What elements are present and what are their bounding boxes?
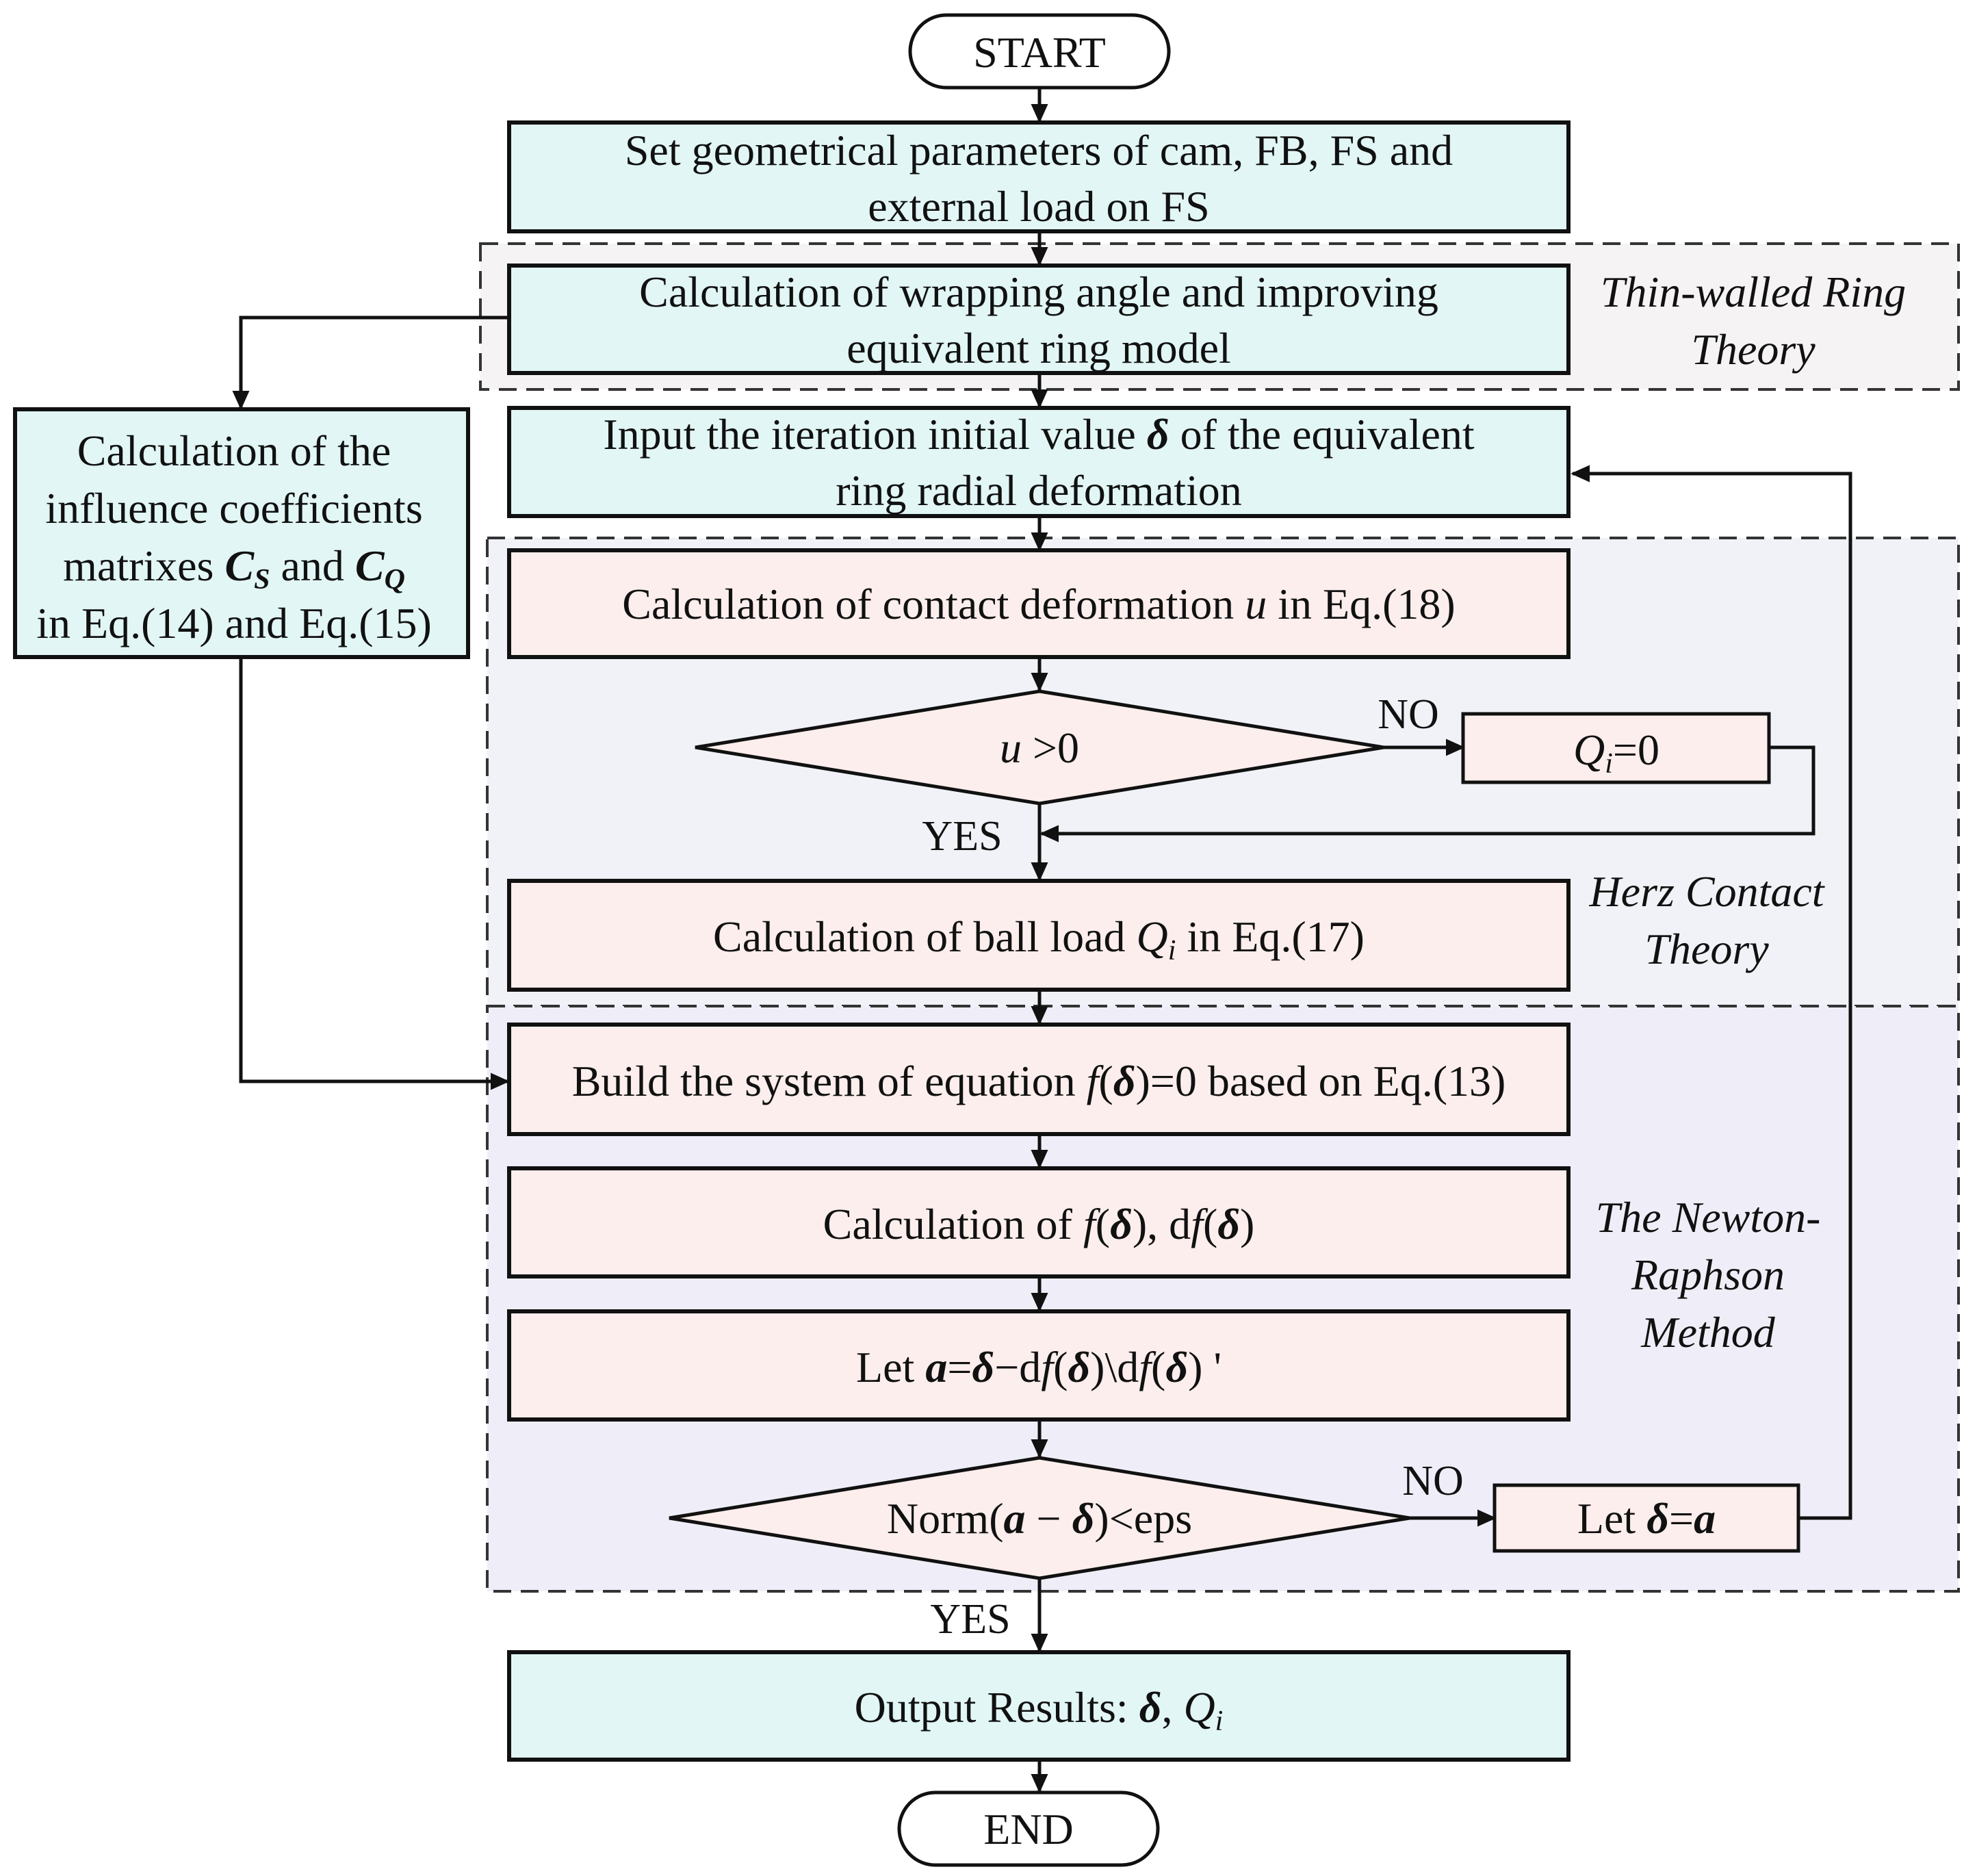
contact-deformation-box [507, 548, 1571, 659]
ball-load-text: Calculation of ball load Qi in Eq.(17) [713, 912, 1365, 966]
set-parameters-line2: external load on FS [868, 182, 1209, 231]
wrapping-angle-line2: equivalent ring model [847, 324, 1231, 372]
edge-qi-back [1039, 745, 1816, 843]
calc-f-text: Calculation of f(δ), df(δ) [823, 1200, 1255, 1248]
build-system-box [507, 1023, 1571, 1136]
herz-label-line2: Theory [1644, 925, 1769, 973]
ball-load-box [507, 879, 1571, 992]
newton-label-line3: Method [1640, 1308, 1776, 1357]
edge-label-yes-2: YES [930, 1596, 1010, 1643]
newton-label-line1: The Newton- [1596, 1193, 1821, 1242]
newton-label-line2: Raphson [1631, 1250, 1785, 1299]
let-a-text: Let a=δ−df(δ)\df(δ) ' [856, 1343, 1222, 1391]
decision-norm [669, 1456, 1410, 1580]
edge-label-yes-1: YES [922, 813, 1002, 860]
thin-walled-label-line2: Theory [1691, 325, 1816, 374]
input-initial-box [507, 406, 1571, 518]
decision-u-positive [695, 689, 1384, 806]
wrapping-angle-box [507, 264, 1571, 375]
start-label: START [973, 28, 1106, 77]
decision-u-text: u >0 [1000, 723, 1079, 772]
thin-walled-label-line1: Thin-walled Ring [1601, 268, 1906, 316]
influence-line3: matrixes CS and CQ [63, 541, 405, 595]
calc-f-box [507, 1166, 1571, 1278]
set-parameters-line1: Set geometrical parameters of cam, FB, F… [625, 126, 1453, 175]
end-terminal [897, 1790, 1160, 1867]
herz-label-line1: Herz Contact [1588, 867, 1825, 916]
influence-coefficients-box [13, 407, 470, 659]
let-delta-box [1493, 1483, 1800, 1553]
input-initial-line2: ring radial deformation [836, 466, 1242, 515]
influence-line1: Calculation of the [77, 426, 391, 475]
edge-letdelta-loop-to-input [1571, 465, 1852, 1520]
edge-label-no-2: NO [1402, 1458, 1464, 1504]
qi-zero-text: Qi=0 [1573, 725, 1659, 780]
edge-wrap-to-influence [232, 316, 509, 410]
let-delta-text: Let δ=a [1577, 1494, 1716, 1543]
contact-deformation-text: Calculation of contact deformation u in … [622, 580, 1455, 628]
end-label: END [983, 1805, 1074, 1853]
qi-zero-box [1461, 712, 1771, 784]
start-terminal [908, 13, 1171, 90]
build-system-text: Build the system of equation f(δ)=0 base… [572, 1057, 1506, 1105]
edge-influence-to-build [239, 657, 510, 1090]
edge-label-no-1: NO [1378, 691, 1439, 738]
edges [232, 88, 1852, 1793]
influence-line4: in Eq.(14) and Eq.(15) [36, 599, 432, 647]
input-initial-line1: Input the iteration initial value δ of t… [603, 410, 1475, 459]
decision-norm-text: Norm(a − δ)<eps [887, 1494, 1192, 1543]
output-results-box [507, 1650, 1571, 1762]
set-parameters-box [507, 120, 1571, 233]
wrapping-angle-line1: Calculation of wrapping angle and improv… [639, 268, 1438, 316]
output-results-text: Output Results: δ, Qi [855, 1683, 1224, 1737]
let-a-box [507, 1309, 1571, 1422]
influence-line2: influence coefficients [45, 484, 422, 532]
